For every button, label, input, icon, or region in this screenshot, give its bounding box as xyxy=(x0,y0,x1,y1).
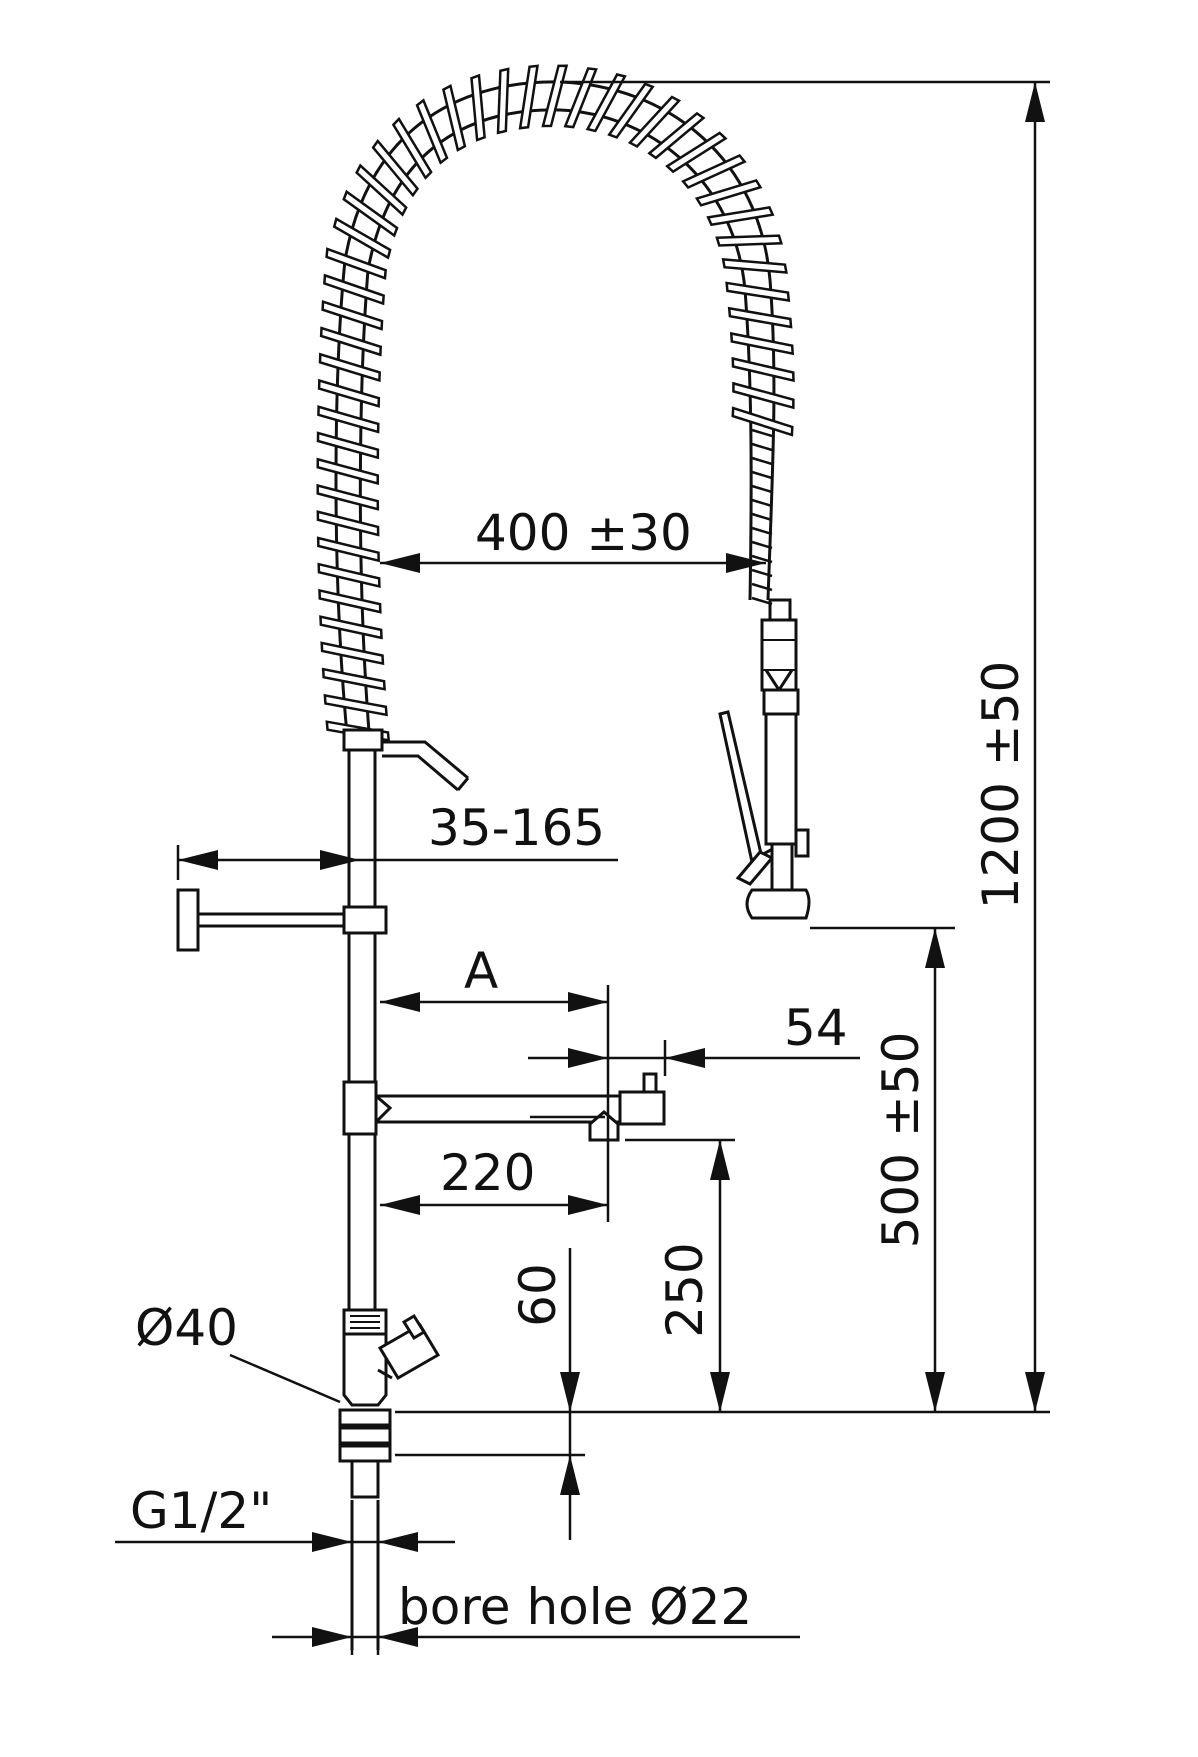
coil-ring xyxy=(316,483,380,511)
mounting-thread xyxy=(338,1408,392,1650)
label-thread: G1/2" xyxy=(130,1482,272,1540)
coil-ring xyxy=(715,234,783,247)
valve-body xyxy=(342,1308,441,1407)
hose-winding xyxy=(751,470,773,480)
label-spout-a: A xyxy=(464,942,498,1000)
coil-ring xyxy=(317,378,381,408)
label-spray-height: 500 ±50 xyxy=(872,1032,930,1249)
coil-ring xyxy=(342,189,399,238)
coil-ring xyxy=(729,331,795,356)
coil-ring xyxy=(518,64,539,130)
hose-winding xyxy=(751,526,773,536)
coil-ring xyxy=(391,116,433,180)
label-hose-span: 400 ±30 xyxy=(475,504,692,562)
coil-ring xyxy=(318,352,381,383)
coil-ring xyxy=(316,431,380,460)
hose-winding xyxy=(751,512,773,522)
label-bore-hole: bore hole Ø22 xyxy=(398,1578,752,1636)
coil-ring xyxy=(731,356,795,383)
label-spout-height: 250 xyxy=(656,1242,714,1337)
spray-head xyxy=(718,598,811,920)
coil-ring xyxy=(320,641,385,666)
coil-ring xyxy=(721,257,788,274)
hose-winding xyxy=(751,428,773,438)
coil-ring xyxy=(627,95,682,148)
coil-ring xyxy=(585,73,627,133)
hose-winding xyxy=(751,456,773,466)
coil-ring xyxy=(694,178,763,207)
coil-ring xyxy=(647,111,706,160)
coil-ring xyxy=(318,588,382,614)
coil-ring xyxy=(441,83,467,152)
coil-ring xyxy=(317,562,381,589)
hose-winding xyxy=(751,442,773,452)
label-spout-offset: 54 xyxy=(784,999,848,1057)
coil-ring xyxy=(323,693,388,717)
riser-pipe xyxy=(342,728,384,1310)
hose-winding xyxy=(751,498,773,508)
label-body-diameter: Ø40 xyxy=(135,1299,238,1357)
swivel-spout xyxy=(342,1072,666,1142)
coil-ring xyxy=(541,64,569,128)
coil-ring xyxy=(321,300,384,331)
spring-coil xyxy=(316,64,795,746)
wall-bracket xyxy=(176,888,388,952)
dimension-lines xyxy=(115,80,1050,1655)
label-total-height: 1200 ±50 xyxy=(972,661,1030,910)
coil-ring xyxy=(731,406,794,437)
coil-ring xyxy=(316,536,380,563)
coil-ring xyxy=(415,98,449,165)
coil-ring xyxy=(316,510,380,537)
coil-ring xyxy=(681,153,747,190)
hose-winding xyxy=(751,568,773,578)
coil-ring xyxy=(316,457,379,486)
coil-ring xyxy=(325,247,387,280)
coil-ring xyxy=(332,217,392,260)
hose-winding xyxy=(751,540,773,550)
coil-ring xyxy=(607,82,655,139)
hose-winding xyxy=(751,484,773,494)
hose-winding xyxy=(751,582,773,592)
coil-ring xyxy=(319,615,383,640)
coil-ring xyxy=(317,405,380,434)
coil-ring xyxy=(319,326,383,357)
coil-ring xyxy=(321,667,386,691)
label-holder-range: 35-165 xyxy=(428,799,605,857)
coil-ring xyxy=(725,281,791,303)
spring-holder-arm xyxy=(382,740,470,792)
coil-ring xyxy=(665,131,728,174)
coil-ring xyxy=(706,206,775,227)
hose-winding xyxy=(751,554,773,564)
dimension-arrows xyxy=(178,82,1045,1647)
label-thread-length: 60 xyxy=(509,1263,567,1327)
coil-ring xyxy=(563,67,598,129)
coil-ring xyxy=(371,138,420,198)
coil-ring xyxy=(496,67,510,135)
coil-ring xyxy=(732,381,795,410)
label-spout-reach: 220 xyxy=(440,1144,535,1202)
coil-ring xyxy=(470,73,486,142)
coil-ring xyxy=(355,163,408,217)
coil-ring xyxy=(727,306,793,329)
coil-ring xyxy=(323,273,385,306)
